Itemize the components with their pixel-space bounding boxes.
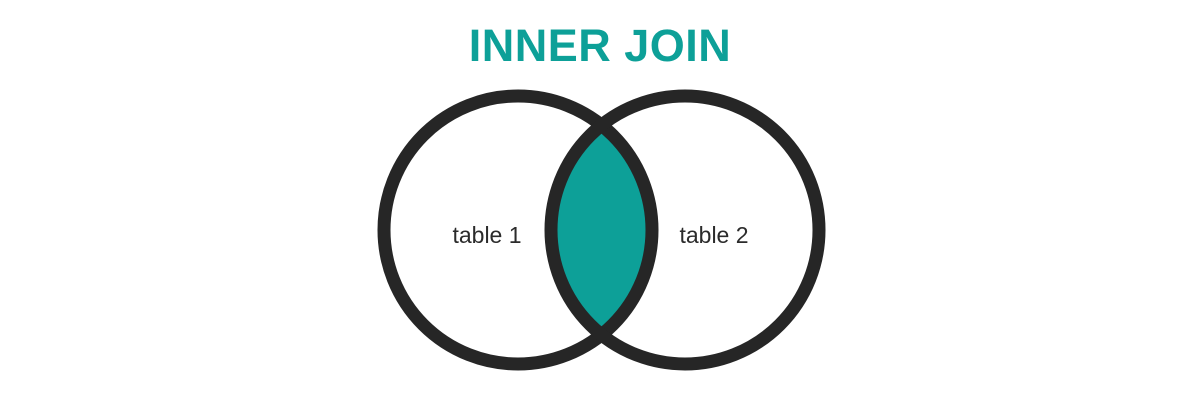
intersection-fill-shape [551, 96, 652, 364]
page-title: INNER JOIN [468, 20, 732, 71]
set-circle-left[interactable] [377, 89, 659, 371]
intersection-region [551, 96, 652, 364]
set-circle-right[interactable] [544, 89, 826, 371]
set-label-left: table 1 [452, 222, 521, 248]
set-label-right: table 2 [679, 222, 748, 248]
